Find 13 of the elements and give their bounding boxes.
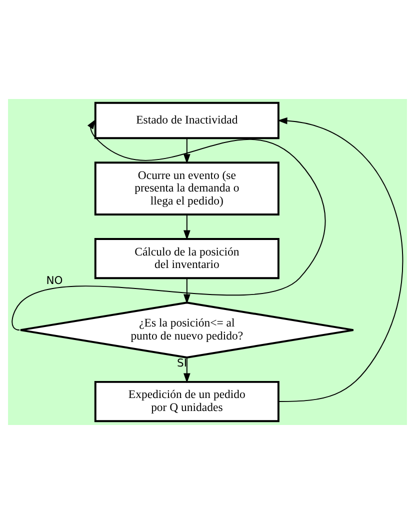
node-diamond: ¿Es la posición<= al punto de nuevo pedido?	[20, 301, 354, 358]
arrow	[12, 118, 326, 330]
node-box: Ocurre un evento (se presenta la demanda o llega el pedido)	[94, 161, 280, 215]
edge-label: SI	[177, 356, 188, 370]
arrow	[183, 137, 190, 164]
arrow	[183, 277, 190, 304]
arrow	[183, 356, 190, 383]
node-box: Estado de Inactividad	[94, 101, 280, 139]
arrow	[183, 214, 190, 240]
node-box: Expedición de un pedido por Q unidades	[94, 380, 280, 422]
edge-label: NO	[46, 273, 63, 286]
node-box: Cálculo de la posición del inventario	[94, 238, 280, 279]
arrow	[277, 116, 404, 402]
